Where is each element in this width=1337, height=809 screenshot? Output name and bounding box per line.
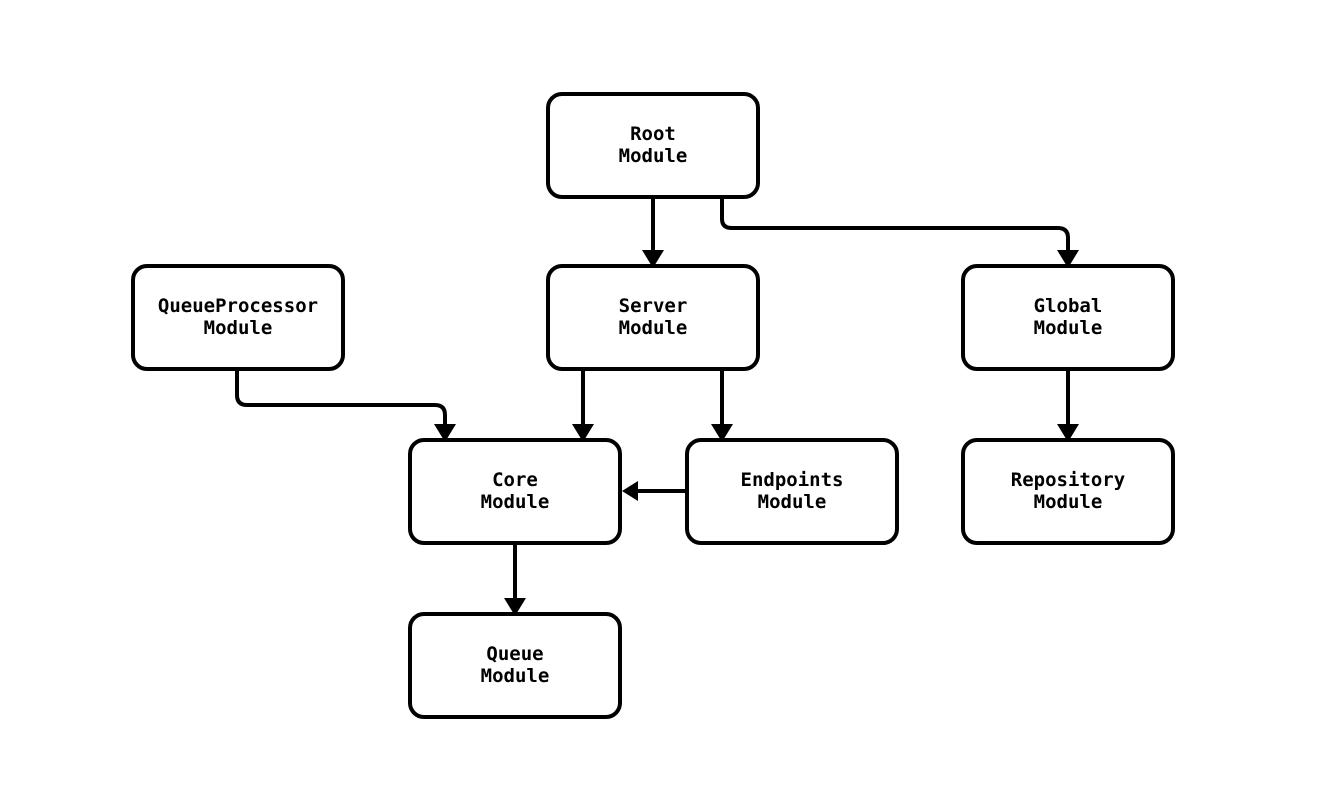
node-label-line2: Module	[619, 317, 688, 339]
node-label-line1: Queue	[486, 643, 543, 665]
edge-root-to-server	[642, 197, 664, 268]
node-box[interactable]	[685, 438, 899, 545]
node-box[interactable]	[961, 264, 1175, 371]
node-label-line1: Global	[1034, 295, 1103, 317]
node-label-line1: Root	[630, 123, 676, 145]
nodes-layer: RootModuleQueueProcessorModuleServerModu…	[131, 92, 1175, 719]
node-label-line1: QueueProcessor	[158, 295, 318, 317]
edge-server-to-endpoints	[711, 369, 733, 442]
node-label-line1: Endpoints	[741, 469, 844, 491]
node-box[interactable]	[131, 264, 345, 371]
node-label-line2: Module	[481, 491, 550, 513]
edges-layer	[235, 197, 1079, 616]
node-box[interactable]	[546, 92, 760, 199]
edge-server-to-core	[572, 369, 594, 442]
arrow-head-icon	[1057, 250, 1079, 268]
edge-line	[235, 369, 447, 430]
node-label-line2: Module	[619, 145, 688, 167]
edge-line	[720, 197, 1070, 256]
node-label-line2: Module	[204, 317, 273, 339]
node-box[interactable]	[546, 264, 760, 371]
node-label-line1: Repository	[1011, 469, 1125, 491]
arrow-head-icon	[504, 598, 526, 616]
node-label-line2: Module	[481, 665, 550, 687]
node-label-line2: Module	[1034, 317, 1103, 339]
arrow-head-icon	[642, 250, 664, 268]
edge-root-to-global	[720, 197, 1079, 268]
arrow-head-icon	[572, 424, 594, 442]
node-label-line1: Core	[492, 469, 538, 491]
node-box[interactable]	[961, 438, 1175, 545]
arrow-head-icon	[434, 424, 456, 442]
node-label-line1: Server	[619, 295, 688, 317]
node-label-line2: Module	[1034, 491, 1103, 513]
node-label-line2: Module	[758, 491, 827, 513]
node-box[interactable]	[408, 438, 622, 545]
node-box[interactable]	[408, 612, 622, 719]
edge-endpoints-to-core	[622, 481, 687, 501]
arrow-head-icon	[1057, 424, 1079, 442]
arrow-head-icon	[622, 481, 638, 501]
edge-queueprocessor-to-core	[235, 369, 456, 442]
edge-global-to-repository	[1057, 369, 1079, 442]
arrow-head-icon	[711, 424, 733, 442]
edge-core-to-queue	[504, 543, 526, 616]
